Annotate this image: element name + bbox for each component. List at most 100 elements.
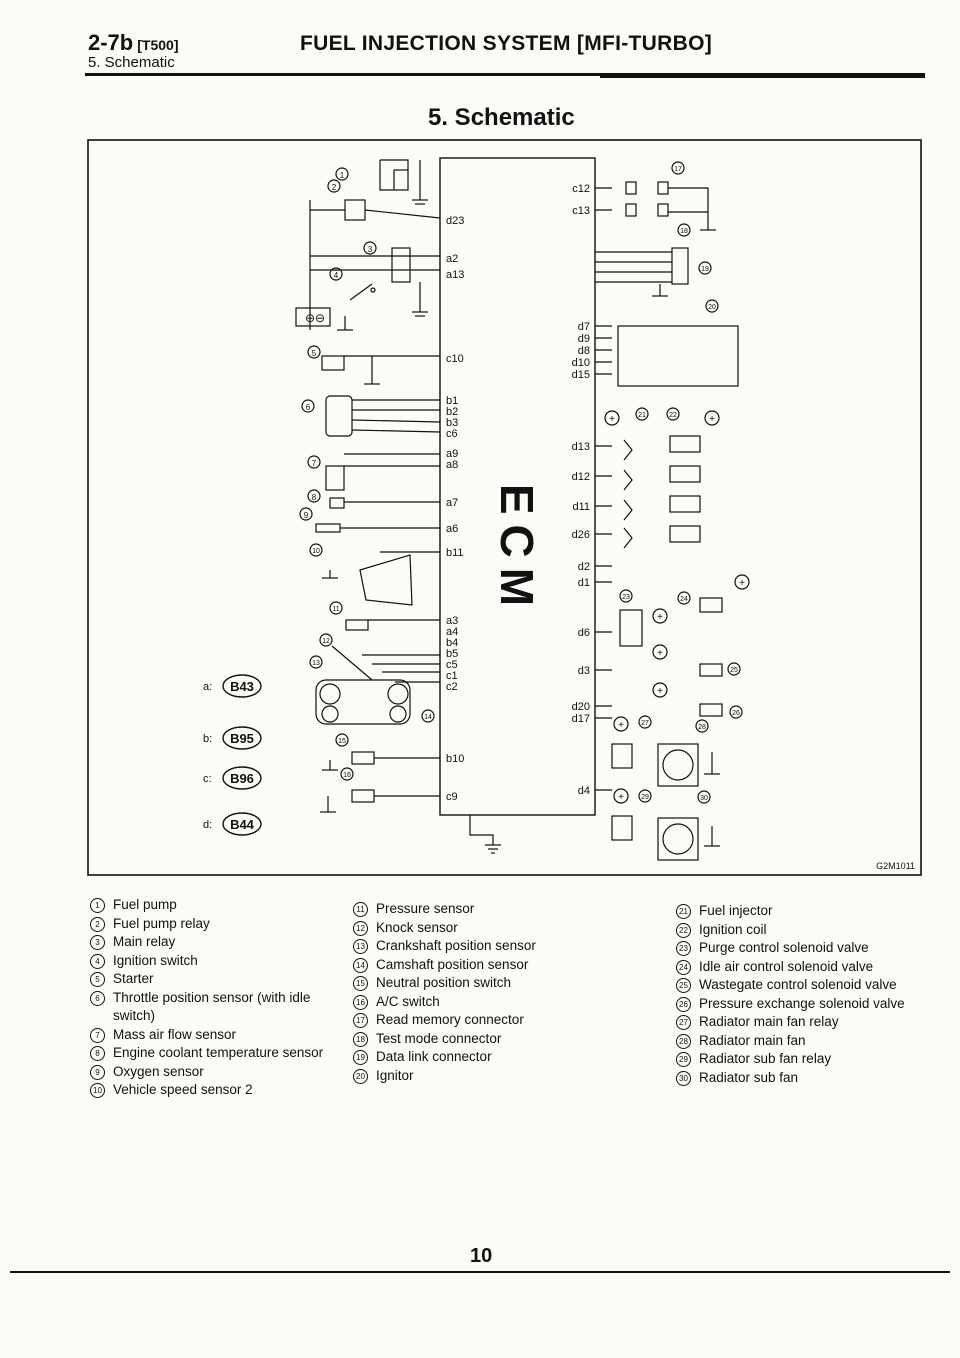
ecm-pin-a8: a8 bbox=[446, 459, 458, 471]
ecm-pin-b5: b5 bbox=[446, 648, 458, 660]
left-pin-group: d23a2a13c10b1b2b3c6a9a8a7a6b11a3a4b4b5c5… bbox=[446, 215, 464, 803]
legend-label: Ignition coil bbox=[699, 921, 767, 937]
connector-B43: a: B43 bbox=[203, 674, 262, 698]
legend-label: Radiator sub fan bbox=[699, 1069, 799, 1085]
ignition-switch-symbol: 4 ⊕⊖ bbox=[295, 267, 376, 331]
svg-text:3: 3 bbox=[368, 245, 373, 254]
ecm-pin-d1: d1 bbox=[578, 577, 590, 589]
ecm-pin-d26: d26 bbox=[572, 529, 590, 541]
legend-label: Pressure sensor bbox=[376, 901, 475, 916]
svg-text:18: 18 bbox=[680, 228, 688, 235]
purge-solenoid-symbol: 23 bbox=[619, 589, 643, 647]
svg-text:5: 5 bbox=[312, 349, 317, 358]
legend-number: 7 bbox=[90, 1027, 105, 1043]
ecm-pin-c9: c9 bbox=[446, 791, 458, 803]
svg-text:30: 30 bbox=[700, 795, 708, 802]
legend-number: 24 bbox=[676, 959, 691, 975]
legend-item: 11 Pressure sensor bbox=[353, 900, 603, 919]
legend-item: 22 Ignition coil bbox=[676, 921, 926, 940]
test-mode-connector-symbol: 18 bbox=[677, 212, 716, 237]
svg-text:⊕⊖: ⊕⊖ bbox=[305, 311, 325, 325]
legend-number: 2 bbox=[90, 916, 105, 932]
legend-number: 13 bbox=[353, 939, 368, 954]
legend-number: 25 bbox=[676, 978, 691, 993]
svg-text:10: 10 bbox=[312, 548, 320, 555]
svg-text:11: 11 bbox=[332, 606, 339, 613]
connector-B44: d:B44 bbox=[203, 812, 262, 836]
connector-code: B43 bbox=[230, 679, 254, 694]
legend-label: Data link connector bbox=[376, 1049, 492, 1064]
svg-text:15: 15 bbox=[338, 738, 346, 745]
legend-number: 22 bbox=[676, 922, 691, 938]
radiator-main-fan-symbol: 28 bbox=[657, 719, 720, 787]
ecm-pin-a2: a2 bbox=[446, 253, 458, 265]
legend-number: 11 bbox=[353, 902, 368, 917]
ecm-pin-a13: a13 bbox=[446, 269, 464, 281]
footer-rule bbox=[10, 1271, 950, 1273]
starter-symbol: 5 bbox=[307, 345, 440, 385]
pressure-exchange-solenoid-symbol: + 26 bbox=[652, 682, 743, 719]
ecm-pin-b10: b10 bbox=[446, 753, 464, 765]
wastegate-solenoid-symbol: + 25 bbox=[652, 644, 741, 677]
section-title: 5. Schematic bbox=[428, 104, 575, 131]
legend-number: 9 bbox=[90, 1064, 105, 1080]
legend-number: 10 bbox=[90, 1083, 105, 1098]
legend-number: 28 bbox=[676, 1033, 691, 1049]
ecm-pin-b4: b4 bbox=[446, 637, 458, 649]
legend-label: Throttle position sensor (with idle swit… bbox=[113, 989, 311, 1024]
legend-label: Main relay bbox=[113, 934, 176, 949]
svg-text:12: 12 bbox=[322, 638, 330, 645]
ecm-pin-d11: d11 bbox=[572, 501, 590, 513]
connector-prefix: a: bbox=[203, 681, 212, 693]
legend-number: 30 bbox=[676, 1070, 691, 1086]
ecm-pin-b1: b1 bbox=[446, 395, 458, 407]
ecm-pin-d9: d9 bbox=[578, 333, 590, 345]
right-pin-group: c12c13d7d9d8d10d15d13d12d11d26d2d1d6d3d2… bbox=[572, 183, 612, 797]
legend-label: Vehicle speed sensor 2 bbox=[113, 1082, 253, 1097]
legend-label: Knock sensor bbox=[376, 919, 458, 935]
data-link-connector-symbol: 19 bbox=[595, 247, 712, 297]
legend-label: Test mode connector bbox=[376, 1030, 502, 1046]
idle-air-solenoid-symbol: 24 + + bbox=[652, 574, 750, 624]
legend-number: 8 bbox=[90, 1046, 105, 1061]
ecm-pin-d7: d7 bbox=[578, 321, 590, 333]
legend-number: 12 bbox=[353, 920, 368, 936]
figure-id: G2M1011 bbox=[876, 861, 915, 871]
legend-item: 12 Knock sensor bbox=[353, 919, 603, 938]
ecm-pin-c12: c12 bbox=[572, 183, 590, 195]
ignition-coils-symbol: 22 + bbox=[666, 407, 720, 543]
ecm-box bbox=[439, 157, 596, 816]
svg-text:14: 14 bbox=[424, 714, 432, 721]
radiator-sub-fan-symbol: 30 bbox=[657, 790, 720, 861]
throttle-position-sensor-symbol: 6 bbox=[301, 395, 441, 437]
ecm-ground bbox=[469, 815, 501, 854]
legend-number: 14 bbox=[353, 957, 368, 973]
svg-text:23: 23 bbox=[622, 594, 630, 601]
neutral-switch-symbol: 15 bbox=[322, 733, 440, 771]
ecm-pin-d17: d17 bbox=[572, 713, 590, 725]
legend-label: Fuel injector bbox=[699, 903, 773, 918]
chapter-variant: [T500] bbox=[137, 37, 179, 53]
crankshaft-sensor-symbol: 13 bbox=[309, 654, 440, 725]
legend-number: 20 bbox=[353, 1068, 368, 1084]
svg-text:16: 16 bbox=[343, 772, 351, 779]
legend-number: 1 bbox=[90, 898, 105, 913]
page-header-title: FUEL INJECTION SYSTEM [MFI-TURBO] bbox=[300, 32, 713, 55]
svg-text:20: 20 bbox=[708, 304, 716, 311]
pressure-sensor-symbol: 11 bbox=[329, 601, 440, 631]
